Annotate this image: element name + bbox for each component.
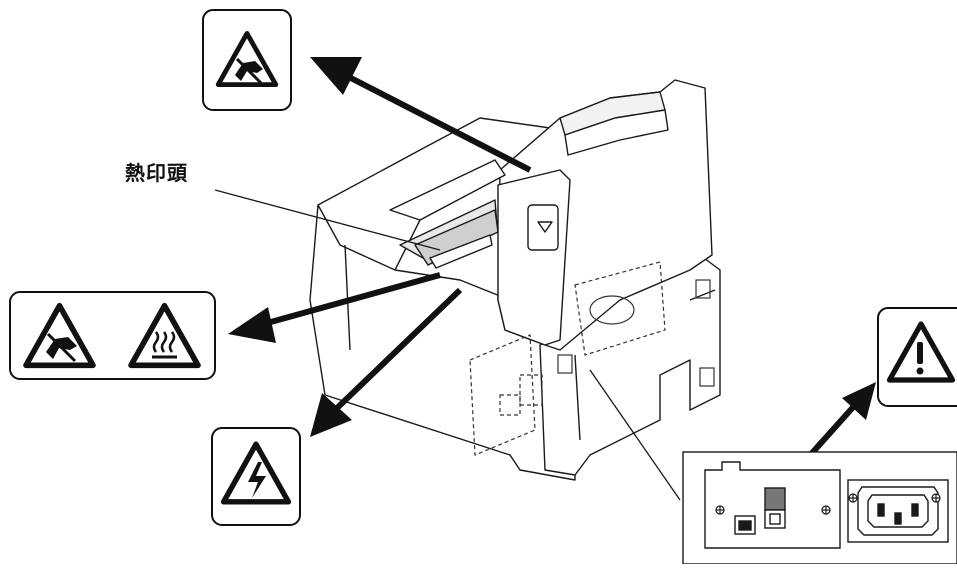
- usb-port: [734, 515, 756, 535]
- thermal-head-label: 熱印頭: [125, 161, 188, 185]
- esd-hot-label: [9, 291, 216, 380]
- rear-panel-detail: [682, 451, 957, 565]
- arrowhead-caution: [842, 382, 876, 420]
- esd-hand-icon: [235, 57, 263, 85]
- power-inlet: [857, 486, 939, 536]
- arrowhead-esd-heat: [228, 307, 276, 343]
- arrow-to-shock: [332, 287, 463, 413]
- arrowhead-shock: [310, 393, 352, 437]
- general-caution-icon: [916, 342, 924, 375]
- hot-surface-icon: [152, 331, 177, 359]
- power-socket-outline: [557, 279, 715, 387]
- arrowhead-esd-top: [310, 57, 362, 95]
- general-caution-label: [877, 307, 957, 407]
- detail-leader: [589, 369, 681, 501]
- screw-icons: [715, 493, 941, 515]
- drawer-port: [764, 487, 786, 529]
- electric-shock-icon: [248, 462, 266, 498]
- electric-shock-label: [211, 427, 301, 526]
- printer-illustration: [309, 79, 721, 481]
- esd-icon: [46, 332, 77, 363]
- arrow-to-esd-heat: [259, 272, 441, 328]
- connector-panel-outline: [469, 261, 666, 456]
- arrow-to-esd-top: [343, 72, 532, 173]
- esd-label-top: [202, 9, 292, 111]
- thermal-head-leader: [214, 189, 441, 251]
